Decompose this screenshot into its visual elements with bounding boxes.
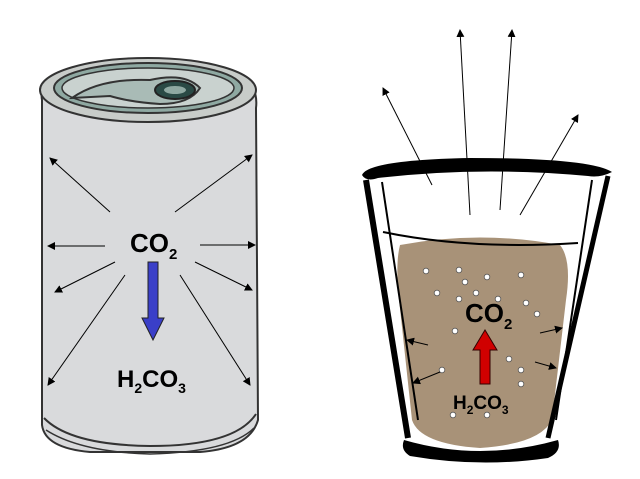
can-down-arrow [141,261,165,342]
can-co2-label: CO2 [130,228,177,263]
glass-pressure-arrows [406,325,563,385]
soda-can: CO2 H2CO3 [39,57,260,455]
can-pressure-arrows [47,154,256,386]
glass-base [402,440,559,463]
can-h2co3-label: H2CO3 [117,366,186,396]
glass-h2co3-label: H2CO3 [453,393,509,417]
glass-co2-label: CO2 [465,298,512,333]
glass-of-soda: CO2 H2CO3 [362,29,612,463]
can-bottom-rim [43,413,257,448]
escaping-gas-arrows [382,29,579,216]
glass-rim [362,158,612,180]
bubbles [422,266,541,419]
glass-up-arrow [472,329,498,385]
